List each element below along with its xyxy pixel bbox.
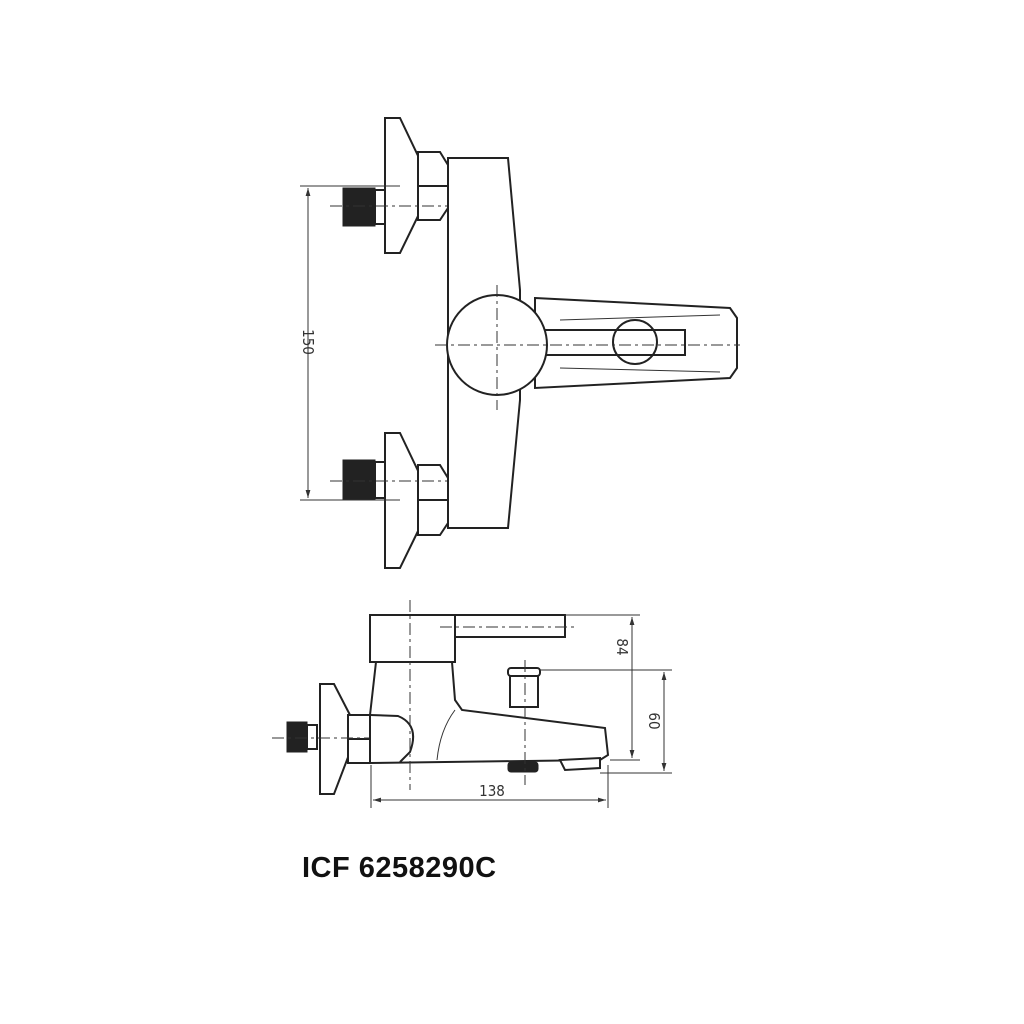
- front-view: 150: [299, 117, 740, 569]
- dimension-60: 60: [540, 669, 672, 774]
- dimension-label: 138: [479, 782, 505, 800]
- lever: [454, 614, 566, 638]
- dimension-label: 150: [299, 329, 317, 355]
- aerator-icon: [507, 761, 539, 773]
- lower-inlet: [330, 432, 470, 569]
- mixer-body-side: [369, 661, 610, 765]
- diverter-knob: [509, 671, 539, 708]
- thread-icon: [342, 187, 376, 227]
- dimension-label: 84: [613, 638, 631, 655]
- spout-lever: [534, 296, 738, 390]
- dimension-label: 60: [645, 712, 663, 729]
- model-number: ICF 6258290C: [302, 852, 497, 884]
- dimension-138: 138: [370, 765, 609, 808]
- thread-icon: [342, 459, 376, 501]
- dimension-150: 150: [299, 185, 400, 501]
- thread-icon: [286, 721, 308, 753]
- dimension-84: 84: [565, 614, 640, 761]
- side-view: 84 60 138: [272, 600, 672, 808]
- upper-inlet: [330, 117, 470, 254]
- handle-cap: [369, 614, 456, 663]
